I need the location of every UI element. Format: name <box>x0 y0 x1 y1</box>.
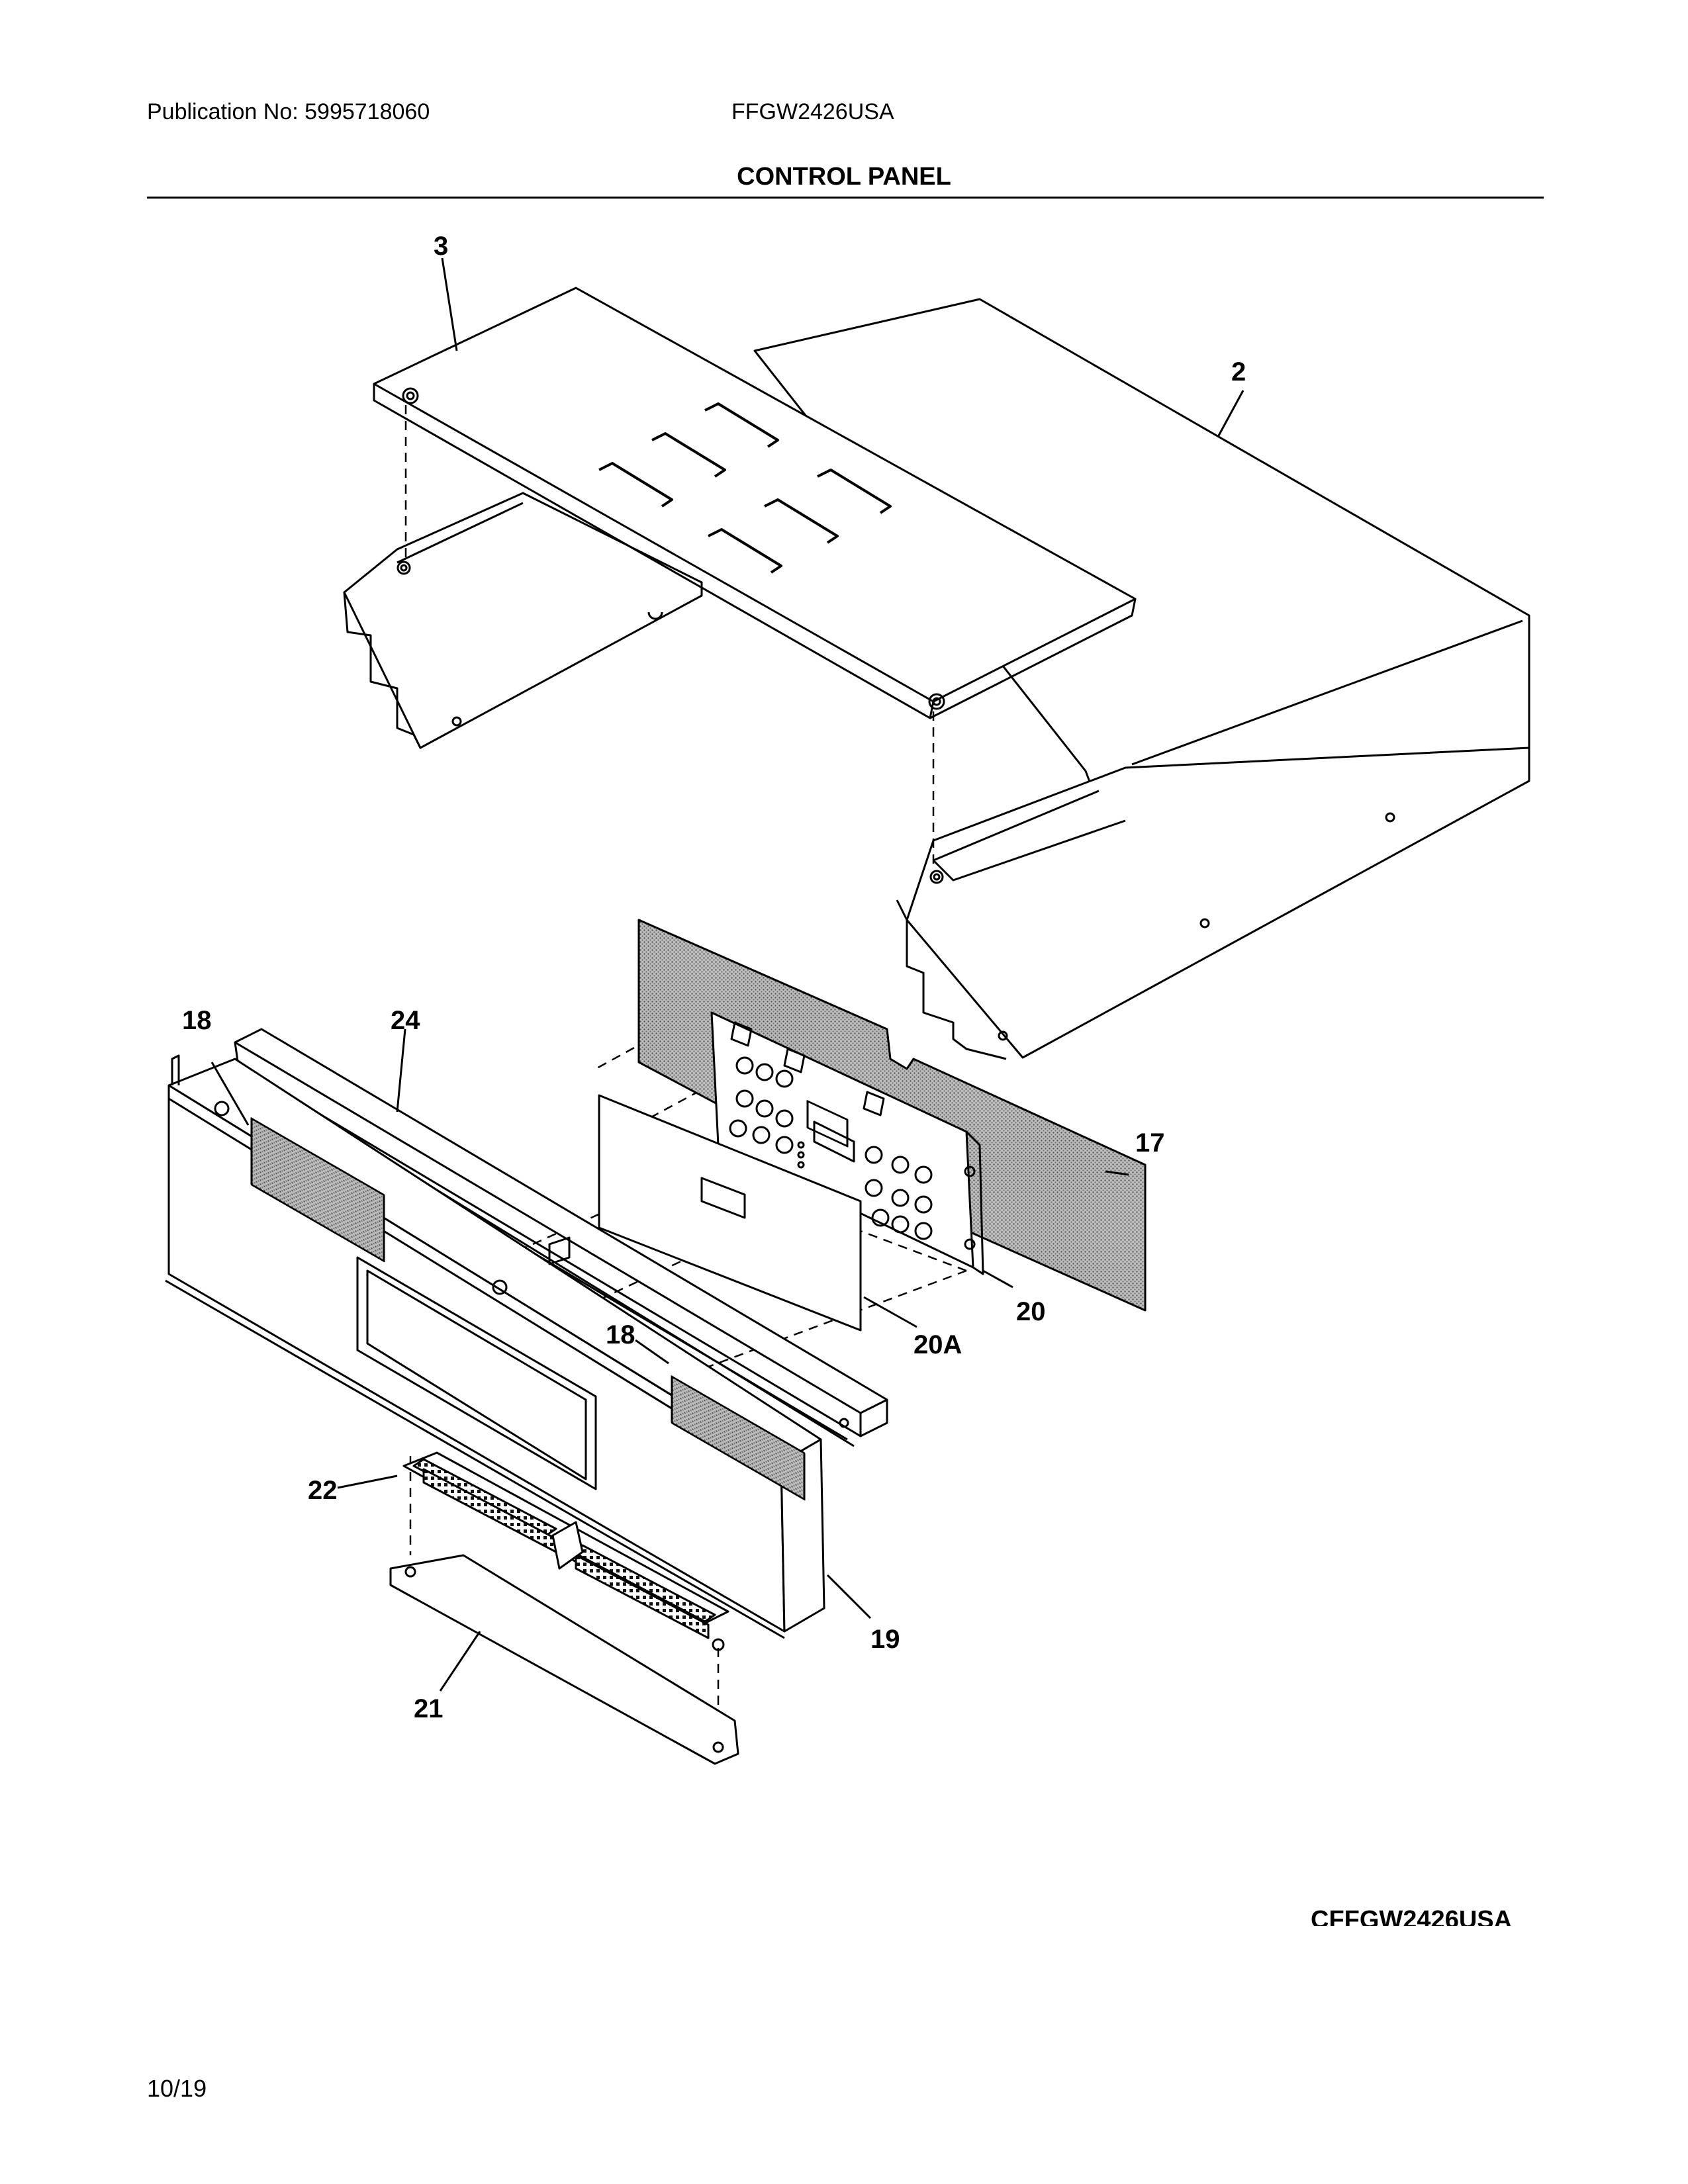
part-18-insulation-left <box>250 1117 385 1263</box>
callout-20: 20 <box>1016 1297 1046 1326</box>
callout-18: 18 <box>182 1006 212 1035</box>
page-title: CONTROL PANEL <box>737 163 951 191</box>
model-number: FFGW2426USA <box>731 99 894 124</box>
part-20-control-board <box>710 1011 984 1275</box>
part-21-bracket <box>389 1554 739 1765</box>
header-divider <box>147 197 1544 199</box>
part-22-vent-grill <box>402 1451 729 1651</box>
callout-18-right: 18 <box>606 1320 635 1349</box>
part-18-insulation-right <box>671 1375 806 1501</box>
callout-21: 21 <box>414 1694 444 1723</box>
leader-lines <box>211 257 1244 1692</box>
callout-19: 19 <box>870 1625 900 1654</box>
left-side-panel <box>343 492 703 749</box>
diagram-code: CFFGW2426USA <box>1311 1906 1513 1926</box>
publication-number: Publication No: 5995718060 <box>147 99 430 124</box>
revision-date: 10/19 <box>147 2075 207 2102</box>
callout-24: 24 <box>391 1006 420 1035</box>
part-2-housing <box>753 298 1530 1060</box>
callout-17: 17 <box>1135 1128 1165 1158</box>
callout-20a: 20A <box>914 1330 962 1359</box>
callout-22: 22 <box>308 1476 338 1505</box>
callout-2: 2 <box>1231 357 1246 387</box>
part-3-top-cover <box>373 287 1137 719</box>
callout-3: 3 <box>434 232 448 261</box>
part-20a-overlay <box>598 1094 862 1332</box>
